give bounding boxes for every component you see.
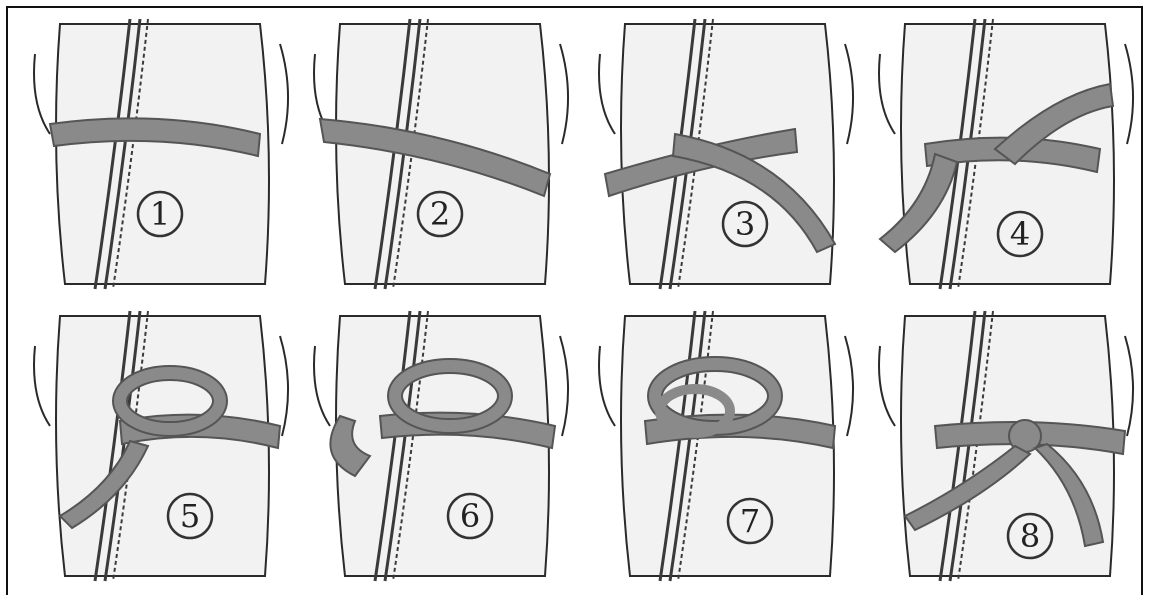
step-panel-1: 1	[20, 14, 304, 309]
step-number: 3	[735, 205, 755, 243]
gi-illustration: 7	[585, 306, 869, 601]
gi-illustration: 2	[300, 14, 584, 309]
gi-illustration: 4	[865, 14, 1149, 309]
step-panel-5: 5	[20, 306, 304, 601]
step-panel-3: 3	[585, 14, 869, 309]
step-number: 6	[460, 497, 480, 535]
step-number: 5	[180, 497, 200, 535]
gi-illustration: 5	[20, 306, 304, 601]
gi-illustration: 8	[865, 306, 1149, 601]
step-panel-6: 6	[300, 306, 584, 601]
step-number: 4	[1010, 215, 1030, 253]
step-panel-7: 7	[585, 306, 869, 601]
gi-illustration: 3	[585, 14, 869, 309]
step-number: 7	[740, 502, 760, 540]
step-number: 8	[1020, 517, 1040, 555]
step-panel-8: 8	[865, 306, 1149, 601]
gi-illustration: 6	[300, 306, 584, 601]
step-panel-4: 4	[865, 14, 1149, 309]
gi-illustration: 1	[20, 14, 304, 309]
step-panel-2: 2	[300, 14, 584, 309]
step-number: 1	[150, 195, 170, 233]
step-number: 2	[430, 195, 450, 233]
